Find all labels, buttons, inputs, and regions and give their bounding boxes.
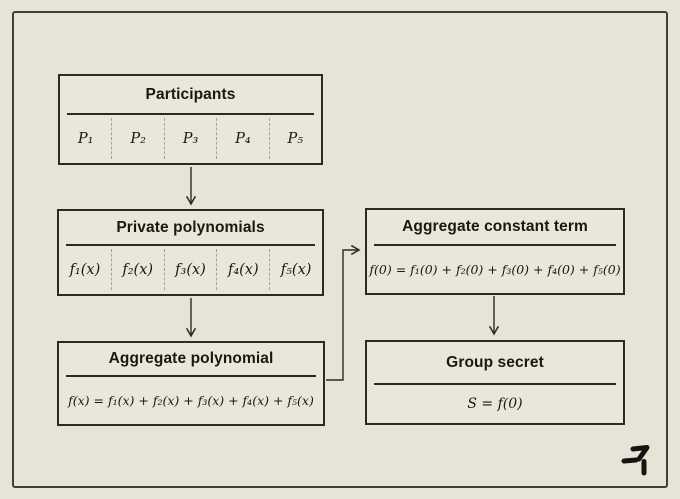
box-participants: Participants P₁ P₂ P₃ P₄ P₅ (58, 74, 323, 165)
brand-logo-icon (621, 445, 650, 476)
polynomial-cell: f₃(x) (163, 249, 217, 290)
title-separator (374, 383, 616, 385)
participant-label: P₄ (235, 130, 251, 147)
polynomial-cell: f₅(x) (269, 249, 322, 290)
polynomial-cell: f₄(x) (216, 249, 269, 290)
box-header: Participants (60, 76, 321, 113)
title-separator (67, 113, 314, 115)
polynomial-label: f₂(x) (122, 261, 154, 278)
box-body: f(x) = f₁(x) + f₂(x) + f₃(x) + f₄(x) + f… (59, 377, 323, 424)
box-title: Group secret (446, 353, 544, 371)
polynomial-cell: f₁(x) (59, 249, 111, 290)
participant-label: P₂ (130, 130, 146, 147)
title-separator (374, 244, 616, 246)
box-body: S = f(0) (367, 385, 623, 423)
box-aggregate-polynomial: Aggregate polynomial f(x) = f₁(x) + f₂(x… (57, 341, 325, 426)
polynomial-cell: f₂(x) (110, 249, 164, 290)
aggregate-polynomial-formula: f(x) = f₁(x) + f₂(x) + f₃(x) + f₄(x) + f… (68, 393, 314, 408)
box-private-polynomials: Private polynomials f₁(x) f₂(x) f₃(x) f₄… (57, 209, 324, 296)
box-header: Private polynomials (59, 211, 322, 244)
box-aggregate-constant-term: Aggregate constant term f(0) = f₁(0) + f… (365, 208, 625, 295)
box-title: Participants (145, 85, 236, 103)
outer-frame (12, 11, 668, 488)
polynomial-label: f₄(x) (227, 261, 259, 278)
participant-label: P₅ (287, 130, 304, 147)
participant-cell: P₂ (111, 118, 163, 159)
group-secret-formula: S = f(0) (467, 396, 523, 412)
participant-cell: P₅ (268, 118, 321, 159)
polynomial-label: f₅(x) (280, 261, 312, 278)
box-header: Aggregate constant term (367, 210, 623, 244)
polynomial-label: f₁(x) (69, 261, 101, 278)
box-header: Group secret (367, 342, 623, 383)
box-title: Private polynomials (116, 218, 265, 236)
box-body: f(0) = f₁(0) + f₂(0) + f₃(0) + f₄(0) + f… (367, 246, 623, 293)
box-group-secret: Group secret S = f(0) (365, 340, 625, 425)
box-title: Aggregate polynomial (108, 350, 274, 367)
participant-label: P₃ (182, 130, 199, 147)
aggregate-constant-formula: f(0) = f₁(0) + f₂(0) + f₃(0) + f₄(0) + f… (369, 262, 621, 277)
participant-cells: P₁ P₂ P₃ P₄ P₅ (60, 115, 321, 163)
box-header: Aggregate polynomial (59, 343, 323, 375)
title-separator (66, 244, 315, 246)
title-separator (66, 375, 316, 377)
participant-cell: P₄ (216, 118, 268, 159)
polynomial-label: f₃(x) (175, 261, 206, 278)
polynomial-cells: f₁(x) f₂(x) f₃(x) f₄(x) f₅(x) (59, 246, 322, 294)
participant-label: P₁ (77, 130, 94, 147)
participant-cell: P₃ (163, 118, 216, 159)
participant-cell: P₁ (60, 118, 111, 159)
box-title: Aggregate constant term (402, 218, 588, 235)
